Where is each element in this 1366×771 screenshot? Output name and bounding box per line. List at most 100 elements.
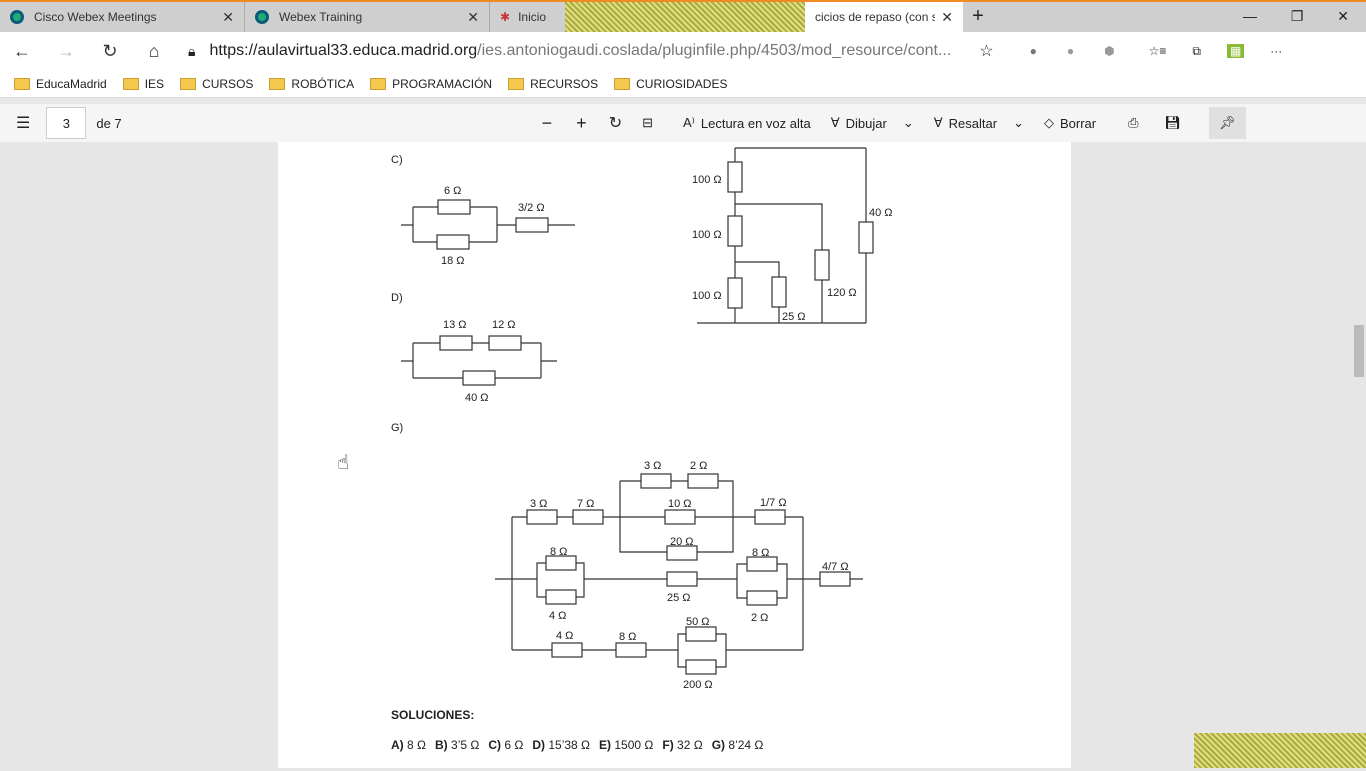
bookmark-programacion[interactable]: PROGRAMACIÓN xyxy=(370,77,492,91)
new-tab-button[interactable]: + xyxy=(972,5,984,27)
close-icon[interactable]: ✕ xyxy=(941,8,953,25)
close-icon[interactable]: ✕ xyxy=(467,8,479,25)
erase-button[interactable]: ◇ Borrar xyxy=(1044,115,1096,131)
pdf-toolbar: ☰ 3 de 7 − + ↻ ⊟ A⁾Lectura en voz alta ∀… xyxy=(0,104,1366,142)
redacted-area xyxy=(565,2,805,32)
tab-label: Webex Training xyxy=(279,10,363,24)
home-button[interactable]: ⌂ xyxy=(148,40,160,61)
erase-label: Borrar xyxy=(1059,115,1097,131)
shield-icon[interactable]: ⬢ xyxy=(1104,44,1115,58)
resistor-label: 1/7 Ω xyxy=(760,497,787,509)
zoom-in-button[interactable]: + xyxy=(576,112,587,133)
contents-list-icon[interactable]: ☰ xyxy=(16,115,31,132)
resistor-label: 8 Ω xyxy=(619,631,636,643)
solution-letter: D) xyxy=(532,738,546,752)
bookmark-recursos[interactable]: RECURSOS xyxy=(508,77,598,91)
refresh-button[interactable]: ↻ xyxy=(102,40,118,61)
resistor-label: 4/7 Ω xyxy=(822,561,849,573)
circuit-g: G) 3 Ω 7 Ω 3 Ω 2 Ω 10 Ω 20 Ω 1/7 Ω 8 Ω 4… xyxy=(391,422,863,691)
minimize-button[interactable]: — xyxy=(1242,8,1257,24)
resistor-label: 4 Ω xyxy=(556,630,573,642)
resistor-label: 20 Ω xyxy=(670,536,694,548)
solution-value: 3’5 Ω xyxy=(451,738,480,752)
bookmark-robotica[interactable]: ROBÓTICA xyxy=(269,77,354,91)
draw-label: Dibujar xyxy=(845,115,887,131)
bookmark-cursos[interactable]: CURSOS xyxy=(180,77,253,91)
extension-icon[interactable]: ● xyxy=(1066,44,1075,58)
highlighter-icon: ∀ xyxy=(933,115,943,130)
solution-item: C) 6 Ω xyxy=(488,738,523,752)
pen-icon: ∀ xyxy=(830,115,840,130)
resistor-label: 40 Ω xyxy=(465,392,489,404)
folder-icon xyxy=(614,77,631,90)
lock-icon: 🔒︎ xyxy=(188,42,196,59)
draw-button[interactable]: ∀ Dibujar ⌄ xyxy=(831,115,914,131)
solution-value: 6 Ω xyxy=(504,738,524,752)
fit-page-button[interactable]: ⊟ xyxy=(642,115,653,130)
bookmark-label: RECURSOS xyxy=(530,76,599,91)
joomla-icon: ✱ xyxy=(500,10,511,24)
tab-inicio[interactable]: ✱Inicio xyxy=(490,2,805,32)
resistor-label: 3 Ω xyxy=(644,460,661,472)
solution-item: E) 1500 Ω xyxy=(599,738,653,752)
bookmark-educamadrid[interactable]: EducaMadrid xyxy=(14,77,107,91)
read-aloud-button[interactable]: A⁾ Lectura en voz alta xyxy=(683,115,811,131)
tab-active-pdf[interactable]: cicios de repaso (con so✕ xyxy=(805,2,963,32)
solution-item: B) 3’5 Ω xyxy=(435,738,479,752)
extension-icon[interactable]: ● xyxy=(1029,44,1037,58)
page-number-input[interactable]: 3 xyxy=(46,107,87,139)
print-button[interactable]: ⎙ xyxy=(1128,115,1139,130)
solution-letter: G) xyxy=(711,738,726,752)
webex-icon xyxy=(255,10,269,24)
rotate-button[interactable]: ↻ xyxy=(608,115,623,132)
tab-webex-meetings[interactable]: Cisco Webex Meetings✕ xyxy=(0,2,245,32)
bookmark-curiosidades[interactable]: CURIOSIDADES xyxy=(614,77,727,91)
folder-icon xyxy=(122,77,139,90)
pdf-page: C) 6 Ω 18 Ω 3/2 Ω 100 Ω 100 Ω 100 Ω 25 Ω… xyxy=(278,142,1071,768)
chevron-down-icon[interactable]: ⌄ xyxy=(1013,115,1024,130)
forward-button[interactable]: → xyxy=(57,40,75,61)
folder-icon xyxy=(370,77,387,90)
favorites-icon[interactable]: ☆≡ xyxy=(1148,44,1167,58)
read-aloud-icon: A⁾ xyxy=(683,115,695,130)
pin-toolbar-button[interactable]: 📌︎ xyxy=(1209,107,1246,139)
save-button[interactable]: 💾︎ xyxy=(1164,115,1182,130)
webex-icon xyxy=(10,10,24,24)
resistor-label: 40 Ω xyxy=(869,207,893,219)
resistor-label: 7 Ω xyxy=(577,498,594,510)
circuit-d: D) 13 Ω 12 Ω 40 Ω xyxy=(391,292,557,404)
close-icon[interactable]: ✕ xyxy=(222,8,234,25)
label-d: D) xyxy=(391,292,403,304)
tab-webex-training[interactable]: Webex Training ✕ xyxy=(245,2,490,32)
collections-icon[interactable]: ⧉ xyxy=(1192,43,1201,58)
chevron-down-icon[interactable]: ⌄ xyxy=(902,115,914,130)
resistor-label: 4 Ω xyxy=(549,610,566,622)
zoom-out-button[interactable]: − xyxy=(541,112,553,133)
resistor-label: 120 Ω xyxy=(827,287,857,299)
menu-icon[interactable]: ··· xyxy=(1270,44,1283,58)
resistor-label: 2 Ω xyxy=(751,612,768,624)
url-input[interactable]: https://aulavirtual33.educa.madrid.org/i… xyxy=(209,42,951,60)
resistor-label: 8 Ω xyxy=(550,546,567,558)
circuit-f: 100 Ω 100 Ω 100 Ω 25 Ω 120 Ω 40 Ω xyxy=(692,147,893,324)
read-aloud-label: Lectura en voz alta xyxy=(700,115,811,131)
resistor-label: 3/2 Ω xyxy=(518,202,545,214)
resistor-label: 18 Ω xyxy=(441,255,465,267)
resistor-label: 6 Ω xyxy=(444,185,461,197)
highlight-button[interactable]: ∀Resaltar⌄ xyxy=(934,115,1024,131)
bookmark-ies[interactable]: IES xyxy=(122,77,164,91)
resistor-label: 200 Ω xyxy=(683,679,713,691)
favorite-star-icon[interactable]: ☆ xyxy=(979,43,994,60)
restore-button[interactable]: ❐ xyxy=(1290,8,1304,24)
label-c: C) xyxy=(391,154,403,166)
back-button[interactable]: ← xyxy=(13,40,31,61)
label-g: G) xyxy=(391,422,403,434)
close-window-button[interactable]: ✕ xyxy=(1337,8,1350,24)
scrollbar-thumb[interactable] xyxy=(1354,325,1364,377)
resistor-label: 3 Ω xyxy=(530,498,547,510)
calculator-icon[interactable]: ▦ xyxy=(1226,44,1245,58)
solution-letter: A) xyxy=(391,738,404,752)
eraser-icon: ◇ xyxy=(1043,115,1054,130)
folder-icon xyxy=(14,77,30,90)
